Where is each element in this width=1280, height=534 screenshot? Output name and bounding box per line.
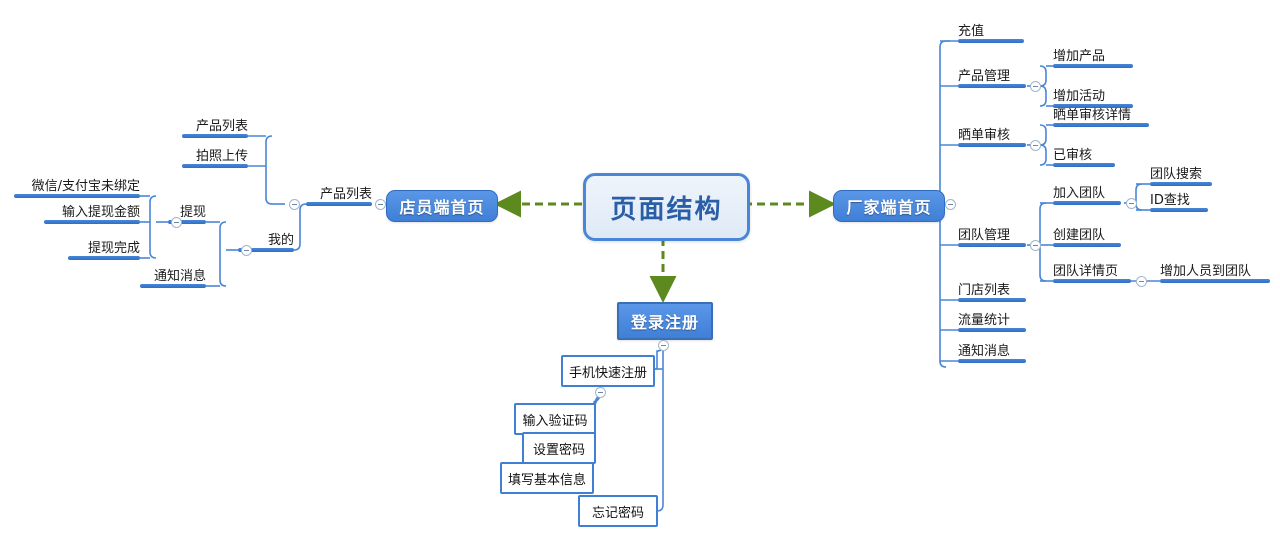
leaf-underline bbox=[958, 328, 1026, 332]
leaf-underline bbox=[14, 194, 140, 198]
leaf-label: 提现完成 bbox=[87, 241, 140, 256]
toggle-product-management[interactable] bbox=[1030, 81, 1041, 92]
leaf-traffic-stats[interactable]: 流量统计 bbox=[958, 306, 1026, 332]
leaf-withdraw-complete[interactable]: 提现完成 bbox=[68, 234, 140, 260]
root-node[interactable]: 页面结构 bbox=[583, 173, 750, 241]
leaf-underline bbox=[182, 134, 248, 138]
leaf-team-detail[interactable]: 团队详情页 bbox=[1053, 257, 1131, 283]
leaf-underline bbox=[44, 220, 140, 224]
leaf-label: 创建团队 bbox=[1053, 228, 1106, 243]
leaf-product-list-child[interactable]: 产品列表 bbox=[182, 112, 248, 138]
leaf-underline bbox=[238, 248, 294, 252]
leaf-notifications-factory[interactable]: 通知消息 bbox=[958, 337, 1026, 363]
leaf-team-search[interactable]: 团队搜索 bbox=[1150, 160, 1212, 186]
leaf-photo-upload[interactable]: 拍照上传 bbox=[182, 142, 248, 168]
box-enter-verification-code[interactable]: 输入验证码 bbox=[514, 403, 596, 435]
leaf-label: ID查找 bbox=[1150, 193, 1190, 208]
leaf-underline bbox=[1053, 279, 1131, 283]
leaf-product-management[interactable]: 产品管理 bbox=[958, 62, 1026, 88]
leaf-enter-withdraw-amount[interactable]: 输入提现金额 bbox=[44, 198, 140, 224]
node-login-register[interactable]: 登录注册 bbox=[617, 302, 713, 340]
leaf-add-activity[interactable]: 增加活动 bbox=[1053, 82, 1133, 108]
toggle-review-orders[interactable] bbox=[1030, 140, 1041, 151]
leaf-label: 门店列表 bbox=[958, 283, 1011, 298]
leaf-label: 产品列表 bbox=[319, 187, 372, 202]
leaf-label: 我的 bbox=[267, 233, 294, 248]
leaf-add-product[interactable]: 增加产品 bbox=[1053, 42, 1133, 68]
box-set-password[interactable]: 设置密码 bbox=[522, 432, 596, 464]
leaf-underline bbox=[958, 84, 1026, 88]
leaf-add-member-to-team[interactable]: 增加人员到团队 bbox=[1160, 257, 1270, 283]
leaf-underline bbox=[958, 39, 1024, 43]
leaf-product-list-parent[interactable]: 产品列表 bbox=[306, 180, 372, 206]
leaf-underline bbox=[1150, 182, 1212, 186]
leaf-reviewed[interactable]: 已审核 bbox=[1053, 141, 1115, 167]
leaf-label: 团队管理 bbox=[958, 228, 1011, 243]
leaf-label: 产品管理 bbox=[958, 69, 1011, 84]
leaf-underline bbox=[958, 359, 1026, 363]
leaf-label: 已审核 bbox=[1053, 148, 1093, 163]
leaf-underline bbox=[306, 202, 372, 206]
leaf-notifications-clerk[interactable]: 通知消息 bbox=[140, 262, 206, 288]
leaf-label: 提现 bbox=[179, 205, 206, 220]
leaf-underline bbox=[182, 164, 248, 168]
box-forgot-password[interactable]: 忘记密码 bbox=[578, 495, 658, 527]
leaf-wechat-alipay-unbound[interactable]: 微信/支付宝未绑定 bbox=[14, 172, 140, 198]
toggle-phone-quick-register[interactable] bbox=[595, 387, 606, 398]
leaf-label: 增加产品 bbox=[1053, 49, 1106, 64]
leaf-team-management[interactable]: 团队管理 bbox=[958, 221, 1026, 247]
node-clerk-home[interactable]: 店员端首页 bbox=[386, 190, 498, 222]
leaf-store-list[interactable]: 门店列表 bbox=[958, 276, 1026, 302]
leaf-label: 微信/支付宝未绑定 bbox=[31, 179, 140, 194]
toggle-join-team[interactable] bbox=[1126, 198, 1137, 209]
leaf-underline bbox=[140, 284, 206, 288]
toggle-mine[interactable] bbox=[241, 245, 252, 256]
toggle-clerk-home[interactable] bbox=[375, 199, 386, 210]
leaf-underline bbox=[1160, 279, 1270, 283]
leaf-recharge[interactable]: 充值 bbox=[958, 17, 1024, 43]
leaf-label: 流量统计 bbox=[958, 313, 1011, 328]
leaf-mine[interactable]: 我的 bbox=[238, 226, 294, 252]
leaf-label: 团队详情页 bbox=[1053, 264, 1119, 279]
leaf-review-orders[interactable]: 晒单审核 bbox=[958, 121, 1026, 147]
toggle-product-list-parent[interactable] bbox=[289, 199, 300, 210]
leaf-underline bbox=[1053, 64, 1133, 68]
toggle-team-management[interactable] bbox=[1030, 240, 1041, 251]
leaf-underline bbox=[958, 143, 1026, 147]
leaf-label: 增加人员到团队 bbox=[1160, 264, 1252, 279]
leaf-label: 加入团队 bbox=[1053, 186, 1106, 201]
leaf-label: 充值 bbox=[958, 24, 985, 39]
leaf-underline bbox=[1053, 104, 1133, 108]
leaf-underline bbox=[958, 243, 1026, 247]
leaf-underline bbox=[168, 220, 206, 224]
leaf-join-team[interactable]: 加入团队 bbox=[1053, 179, 1121, 205]
toggle-withdraw[interactable] bbox=[171, 217, 182, 228]
leaf-label: 团队搜索 bbox=[1150, 167, 1203, 182]
leaf-review-detail[interactable]: 晒单审核详情 bbox=[1053, 101, 1149, 127]
leaf-label: 输入提现金额 bbox=[61, 205, 140, 220]
leaf-underline bbox=[1053, 123, 1149, 127]
leaf-underline bbox=[1053, 163, 1115, 167]
leaf-label: 产品列表 bbox=[195, 119, 248, 134]
leaf-label: 晒单审核 bbox=[958, 128, 1011, 143]
leaf-underline bbox=[1150, 208, 1208, 212]
leaf-underline bbox=[1053, 243, 1121, 247]
leaf-label: 通知消息 bbox=[153, 269, 206, 284]
leaf-underline bbox=[1053, 201, 1121, 205]
leaf-label: 增加活动 bbox=[1053, 89, 1106, 104]
leaf-label: 晒单审核详情 bbox=[1053, 108, 1132, 123]
toggle-team-detail[interactable] bbox=[1136, 276, 1147, 287]
toggle-login-register[interactable] bbox=[658, 340, 669, 351]
leaf-withdraw[interactable]: 提现 bbox=[168, 198, 206, 224]
leaf-underline bbox=[68, 256, 140, 260]
toggle-factory-home[interactable] bbox=[945, 199, 956, 210]
node-factory-home[interactable]: 厂家端首页 bbox=[833, 190, 945, 222]
leaf-underline bbox=[958, 298, 1026, 302]
leaf-label: 通知消息 bbox=[958, 344, 1011, 359]
leaf-label: 拍照上传 bbox=[195, 149, 248, 164]
box-phone-quick-register[interactable]: 手机快速注册 bbox=[561, 355, 655, 387]
leaf-create-team[interactable]: 创建团队 bbox=[1053, 221, 1121, 247]
box-fill-basic-info[interactable]: 填写基本信息 bbox=[500, 462, 594, 494]
leaf-id-lookup[interactable]: ID查找 bbox=[1150, 186, 1208, 212]
